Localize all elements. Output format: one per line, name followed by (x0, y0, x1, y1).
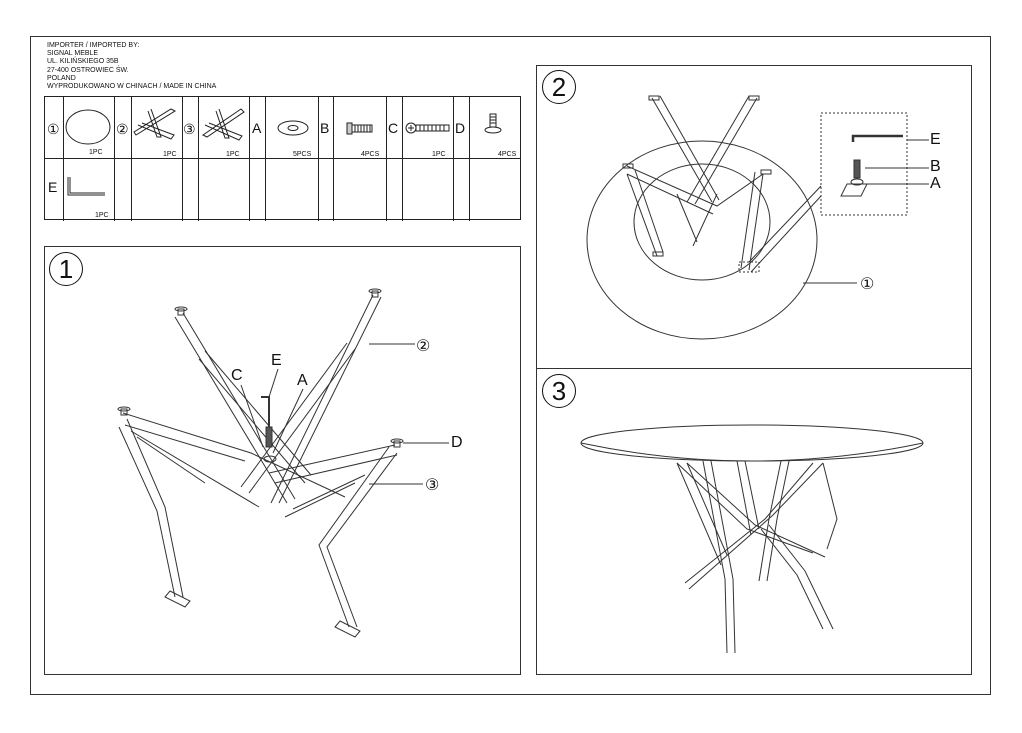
tabletop-attachment-drawing (586, 95, 929, 340)
washer-icon (277, 120, 309, 136)
divider (386, 97, 387, 221)
divider (469, 97, 470, 221)
parts-icons (65, 108, 502, 196)
part-qty: 1PC (95, 212, 109, 219)
divider (45, 158, 520, 159)
callout-label: C (231, 367, 243, 384)
importer-line: POLAND (47, 74, 76, 82)
divider (198, 97, 199, 221)
part-qty: 1PC (163, 151, 177, 158)
divider (182, 97, 183, 221)
divider (265, 97, 266, 221)
divider (131, 97, 132, 221)
part-qty: 4PCS (498, 151, 517, 158)
part-id: ① (47, 121, 60, 137)
importer-line: 27-400 OSTROWIEC ŚW. (47, 66, 129, 74)
part-qty: 5PCS (293, 151, 312, 158)
importer-line: SIGNAL MEBLE (47, 50, 99, 58)
divider (333, 97, 334, 221)
importer-line: WYPRODUKOWANO W CHINACH / MADE IN CHINA (47, 83, 217, 91)
part-id: A (252, 120, 262, 136)
part-qty: 1PC (89, 149, 103, 156)
divider (249, 97, 250, 221)
callout-label: ③ (425, 477, 440, 494)
parts-list: ① ② ③ A B C D E 1PC 1PC 1PC 5PCS 4PCS 1P… (44, 96, 521, 221)
bolt-icon (346, 122, 373, 135)
base-assembly-drawing (117, 288, 449, 638)
part-qty: 1PC (226, 151, 240, 158)
long-bolt-icon (405, 122, 450, 134)
step-number: 1 (49, 252, 83, 286)
divider (63, 97, 64, 221)
callout-label: E (930, 131, 941, 148)
callout-label: ② (416, 338, 431, 355)
step-2-panel: 2 E B A ① (536, 65, 972, 369)
importer-line: IMPORTER / IMPORTED BY: (47, 42, 140, 49)
callout-label: B (930, 158, 941, 175)
part-id: D (455, 120, 466, 136)
callout-label: ① (860, 276, 875, 293)
step-number: 2 (542, 70, 576, 104)
importer-info: IMPORTER / IMPORTED BY: SIGNAL MEBLE UL.… (47, 42, 216, 91)
allen-key-icon (67, 177, 105, 196)
part-id: B (320, 120, 330, 136)
callout-label: D (451, 434, 463, 451)
leveling-foot-icon (484, 113, 502, 134)
step-3-panel: 3 (536, 368, 972, 675)
part-qty: 4PCS (361, 151, 380, 158)
divider (318, 97, 319, 221)
divider (114, 97, 115, 221)
divider (402, 97, 403, 221)
leg-frame-icon (133, 108, 177, 140)
tabletop-icon (65, 109, 111, 145)
step-number: 3 (542, 374, 576, 408)
part-id: E (48, 179, 58, 195)
callout-label: A (930, 175, 941, 192)
page-frame (30, 36, 991, 695)
part-id: ② (116, 121, 129, 137)
callout-label: A (297, 372, 308, 389)
divider (453, 97, 454, 221)
finished-table-drawing (580, 424, 924, 654)
part-id: ③ (183, 121, 196, 137)
importer-line: UL. KILIŃSKIEGO 35B (47, 58, 119, 66)
callout-label: E (271, 352, 282, 369)
leg-frame-icon (202, 108, 245, 141)
part-qty: 1PC (432, 151, 446, 158)
step-1-panel: 1 E C A D ② ③ (44, 246, 521, 675)
part-id: C (388, 120, 399, 136)
